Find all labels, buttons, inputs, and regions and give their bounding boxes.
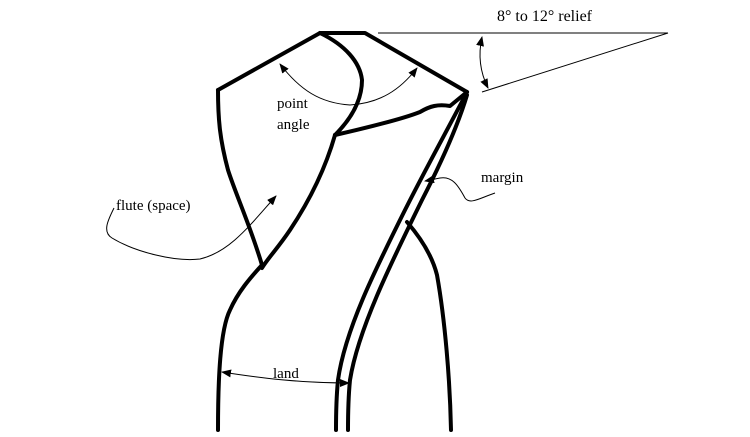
flute-leader-arrow [106,195,277,261]
margin-inner-edge [346,93,469,432]
flute-right-edge [260,133,337,270]
cutting-lip-curve [318,31,364,137]
point-angle-arrow [279,63,418,106]
point-angle-label-line1: point [277,96,308,112]
body-right-edge [405,220,453,432]
margin-leader-arrow [424,175,496,202]
margin-label: margin [481,170,524,186]
land-label: land [273,366,299,382]
relief-angle-arrow [476,36,489,89]
flute-left-edge [216,88,264,267]
margin-outer-edge [334,90,469,432]
point-angle-label-line2: angle [277,117,310,133]
annotations [106,32,669,387]
top-left-cutting-edge [216,31,469,94]
drill-outline [216,31,469,432]
relief-label: 8° to 12° relief [497,8,592,25]
relief-angle-line [481,32,669,93]
flute-label: flute (space) [116,198,191,214]
drill-left-edge [216,263,264,432]
land-arrow [221,369,350,387]
chisel-edge [333,90,469,137]
